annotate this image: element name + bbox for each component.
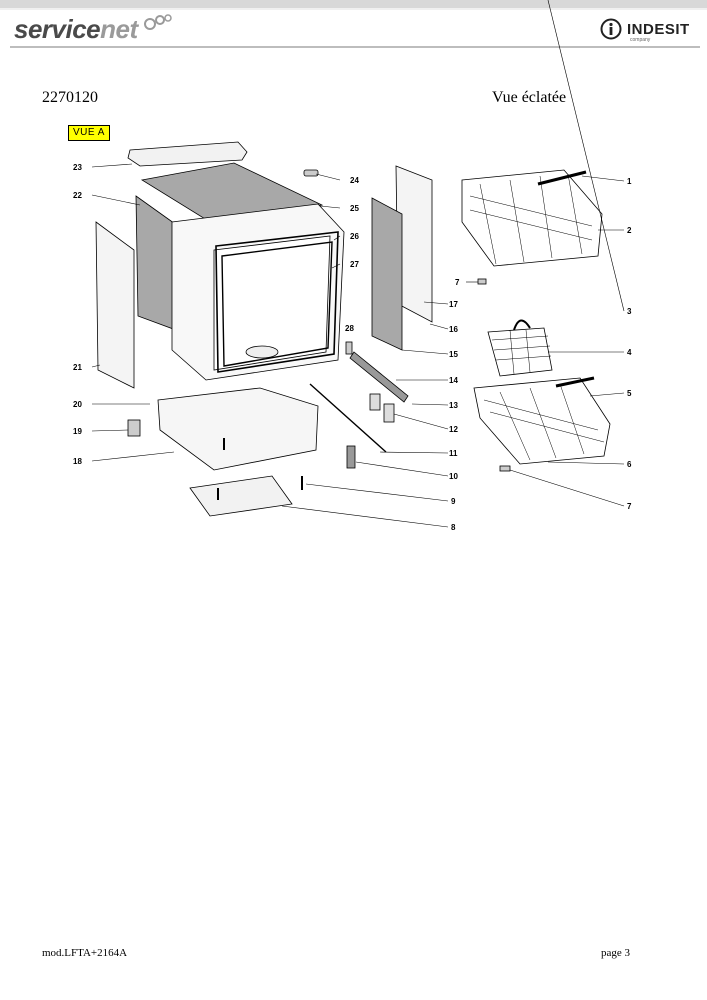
- header-bar-shade: [0, 8, 707, 10]
- part-cutlery-basket-handle: [513, 319, 531, 331]
- part-foot: [346, 445, 356, 469]
- part-label-9: 9: [451, 497, 456, 506]
- view-title: Vue éclatée: [492, 89, 567, 106]
- part-bracket-b: [383, 403, 395, 423]
- part-label-10: 10: [449, 472, 458, 481]
- part-tub-seal: [221, 241, 333, 367]
- brand-text-net: net: [100, 14, 138, 44]
- part-upper-basket-handle: [537, 170, 587, 186]
- leader-6: [547, 461, 625, 465]
- leader-5: [589, 392, 625, 397]
- part-cutlery-basket-grid: [491, 329, 552, 375]
- leader-3: [547, 0, 625, 312]
- part-label-7-upper: 7: [455, 278, 460, 287]
- part-label-8: 8: [451, 523, 456, 532]
- leader-9: [305, 483, 449, 502]
- part-sump: [245, 345, 279, 359]
- part-label-7: 7: [627, 502, 632, 511]
- leader-1: [581, 175, 625, 182]
- part-label-11: 11: [449, 449, 458, 458]
- footer-model: mod.LFTA+2164A: [42, 947, 128, 959]
- leader-27: [331, 263, 341, 269]
- part-upper-basket: [461, 169, 603, 267]
- part-valve: [127, 419, 141, 437]
- indesit-logo: INDESIT: [600, 18, 690, 40]
- leader-21: [91, 364, 101, 368]
- leader-17: [423, 301, 449, 305]
- part-label-27: 27: [350, 260, 359, 269]
- leader-18: [91, 451, 175, 462]
- brand-text-service: service: [14, 14, 101, 44]
- part-label-3: 3: [627, 307, 632, 316]
- leader-26: [333, 235, 341, 241]
- part-label-14: 14: [449, 376, 458, 385]
- part-rod: [309, 383, 387, 453]
- part-upper-basket-wires: [469, 173, 593, 265]
- leader-15: [401, 349, 449, 355]
- part-label-21: 21: [73, 363, 82, 372]
- document-number: 2270120: [42, 89, 98, 106]
- leader-12: [393, 413, 449, 430]
- part-base: [157, 387, 319, 471]
- part-label-2: 2: [627, 226, 632, 235]
- leader-7-lower: [509, 469, 625, 507]
- leader-13: [411, 403, 449, 406]
- part-label-20: 20: [73, 400, 82, 409]
- leader-25: [319, 205, 341, 209]
- part-roller-upper: [477, 278, 487, 285]
- part-side-panel: [95, 221, 135, 389]
- part-label-23: 23: [73, 163, 82, 172]
- leader-19: [91, 429, 129, 432]
- part-label-5: 5: [627, 389, 632, 398]
- part-cutlery-basket: [487, 327, 553, 377]
- manufacturer-subtitle: company: [630, 37, 651, 43]
- part-lower-basket-handle: [555, 376, 595, 388]
- leader-16: [429, 323, 449, 330]
- part-label-25: 25: [350, 204, 359, 213]
- leader-22: [91, 194, 141, 206]
- leader-10: [355, 461, 449, 477]
- gears-icon: [144, 14, 172, 30]
- leader-24: [315, 173, 341, 181]
- part-label-24: 24: [350, 176, 359, 185]
- part-roller-lower: [499, 465, 511, 472]
- part-label-4: 4: [627, 348, 632, 357]
- part-label-28: 28: [345, 324, 354, 333]
- part-tub-opening: [213, 235, 331, 371]
- part-label-1: 1: [627, 177, 632, 186]
- part-label-26: 26: [350, 232, 359, 241]
- part-label-15: 15: [449, 350, 458, 359]
- part-hinge: [303, 169, 319, 177]
- part-lower-basket-wires: [483, 383, 605, 461]
- header-divider: [10, 46, 700, 48]
- part-door-gasket: [215, 231, 339, 373]
- part-clip: [345, 341, 353, 355]
- manufacturer-name: INDESIT: [627, 20, 690, 38]
- part-label-18: 18: [73, 457, 82, 466]
- part-label-16: 16: [449, 325, 458, 334]
- part-top-cover: [127, 141, 248, 167]
- part-label-22: 22: [73, 191, 82, 200]
- leader-23: [91, 163, 133, 168]
- part-door-bar: [349, 351, 409, 403]
- indesit-i-icon: [600, 18, 622, 40]
- part-label-13: 13: [449, 401, 458, 410]
- leader-11: [379, 451, 449, 454]
- header-bar: [0, 0, 707, 8]
- view-tag: VUE A: [68, 125, 110, 141]
- footer-page-number: page 3: [601, 947, 631, 959]
- part-label-19: 19: [73, 427, 82, 436]
- part-label-6: 6: [627, 460, 632, 469]
- leader-8: [281, 505, 449, 528]
- part-label-17: 17: [449, 300, 458, 309]
- part-worktop-panel: [140, 162, 324, 223]
- part-bracket-a: [369, 393, 381, 411]
- part-door-insulation: [371, 197, 403, 351]
- part-base-plate: [189, 475, 293, 517]
- part-label-12: 12: [449, 425, 458, 434]
- servicenet-logo: servicenet: [14, 14, 138, 45]
